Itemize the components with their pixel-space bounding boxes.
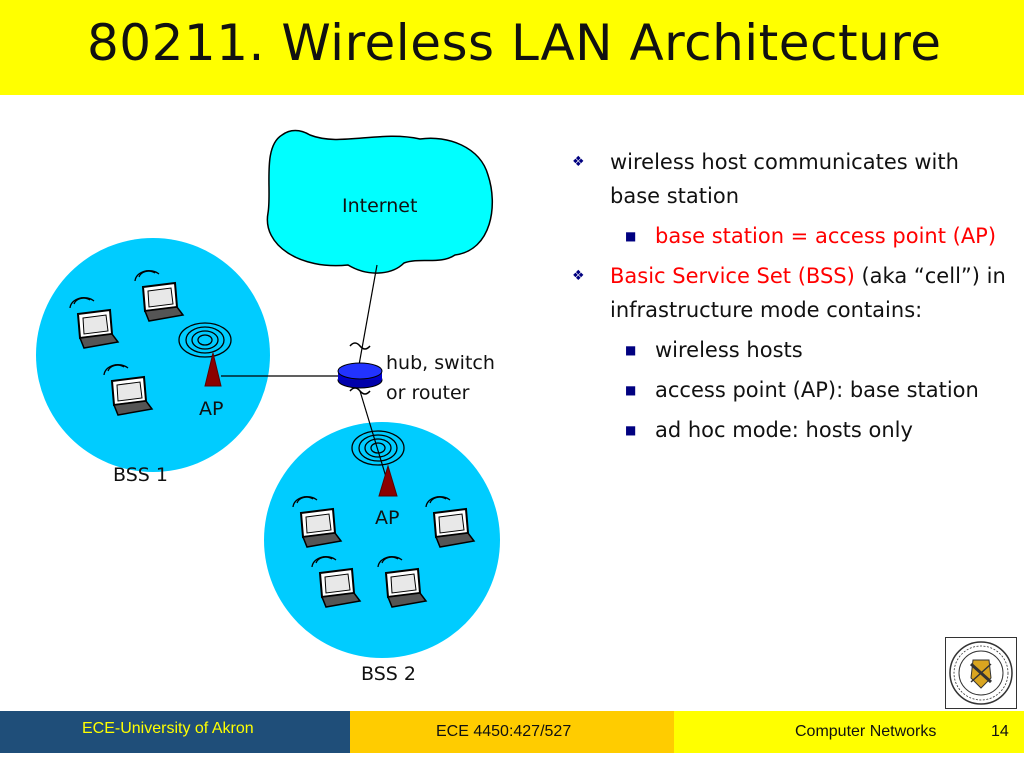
bullet-list: ❖ wireless host communicates with base st…: [572, 145, 1012, 453]
ap2-label: AP: [375, 507, 399, 529]
router-label-line1: hub, switch: [386, 352, 495, 374]
footer-course-code: ECE 4450:427/527: [436, 723, 572, 740]
footer-right: Computer Networks 14: [674, 711, 1024, 753]
access-point-2-icon: [351, 430, 405, 497]
bss1-label: BSS 1: [113, 464, 168, 486]
square-bullet-icon: ■: [625, 343, 637, 357]
bullet-text: Basic Service Set (BSS): [610, 264, 855, 288]
square-bullet-icon: ■: [625, 423, 637, 437]
bullet-level2-item: ■ base station = access point (AP): [572, 219, 1012, 253]
link-internet-router: [358, 264, 378, 366]
router-label-line2: or router: [386, 382, 470, 404]
slide-title: 80211. Wireless LAN Architecture: [87, 14, 942, 72]
page-number: 14: [991, 723, 1009, 740]
bullet-level1-item: ❖ Basic Service Set (BSS) (aka “cell”) in…: [572, 259, 1012, 327]
university-seal-logo: [945, 637, 1017, 709]
diamond-bullet-icon: ❖: [572, 268, 585, 284]
bullet-text: base station = access point (AP): [655, 224, 997, 248]
link-router-ap2: [359, 390, 387, 478]
diamond-bullet-icon: ❖: [572, 154, 585, 170]
footer-middle: ECE 4450:427/527: [350, 711, 674, 753]
internet-label: Internet: [342, 195, 417, 217]
access-point-1-icon: [178, 322, 232, 387]
bss2-label: BSS 2: [361, 663, 416, 685]
bullet-text: wireless host communicates with base sta…: [610, 150, 959, 208]
bullet-level1-item: ❖ wireless host communicates with base st…: [572, 145, 1012, 213]
internet-cloud: [266, 129, 494, 274]
bullet-level2-item: ■ ad hoc mode: hosts only: [572, 413, 1012, 447]
bss1-area: [36, 238, 270, 472]
footer-institution: ECE-University of Akron: [82, 720, 254, 737]
router-icon: [337, 342, 383, 395]
bullet-level2-item: ■ wireless hosts: [572, 333, 1012, 367]
network-diagram: Internet hub, switch or router AP AP BSS…: [0, 95, 560, 705]
bullet-level2-item: ■ access point (AP): base station: [572, 373, 1012, 407]
footer-left: ECE-University of Akron: [0, 711, 350, 753]
square-bullet-icon: ■: [625, 229, 637, 243]
ap1-label: AP: [199, 398, 223, 420]
bullet-text: wireless hosts: [655, 338, 803, 362]
bullet-text: (aka “cell”) in infrastructure mode cont…: [610, 264, 1006, 322]
footer-course-name: Computer Networks: [795, 723, 937, 740]
square-bullet-icon: ■: [625, 383, 637, 397]
title-bar: 80211. Wireless LAN Architecture: [0, 0, 1024, 95]
bullet-text: ad hoc mode: hosts only: [655, 418, 913, 442]
bullet-text: access point (AP): base station: [655, 378, 979, 402]
